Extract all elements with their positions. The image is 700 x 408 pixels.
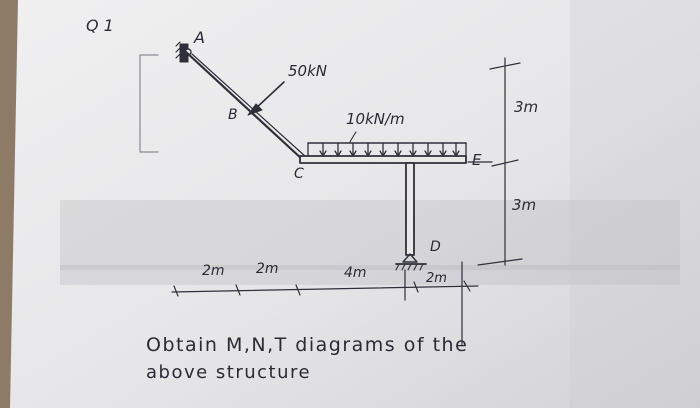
- point-label-e: E: [472, 151, 482, 169]
- member-ac: [184, 50, 305, 162]
- column-d: [405, 162, 415, 256]
- height-upper-label: 3m: [514, 98, 539, 116]
- horizontal-dimension: [171, 261, 479, 346]
- distributed-load: [307, 131, 467, 157]
- span-4-label: 2m: [426, 271, 447, 286]
- question-label: Q 1: [86, 16, 114, 35]
- vertical-dimension: [467, 57, 523, 266]
- point-load-arrow: [247, 81, 285, 116]
- span-2-label: 2m: [256, 261, 279, 277]
- span-3-label: 4m: [344, 265, 367, 281]
- pin-support-a: [175, 41, 192, 63]
- point-label-c: C: [294, 166, 304, 182]
- point-label-d: D: [430, 239, 441, 255]
- caption-line-2: above structure: [146, 362, 312, 383]
- paper-sheet: [10, 0, 700, 408]
- distributed-load-label: 10kN/m: [346, 110, 405, 128]
- span-1-label: 2m: [202, 263, 225, 279]
- point-label-a: A: [194, 28, 205, 47]
- caption-line-1: Obtain M,N,T diagrams of the: [146, 334, 469, 356]
- point-load-label: 50kN: [288, 62, 327, 80]
- fixed-support-d: [395, 253, 427, 271]
- beam-ce: [299, 155, 467, 164]
- height-lower-label: 3m: [512, 196, 537, 214]
- point-label-b: B: [228, 107, 238, 123]
